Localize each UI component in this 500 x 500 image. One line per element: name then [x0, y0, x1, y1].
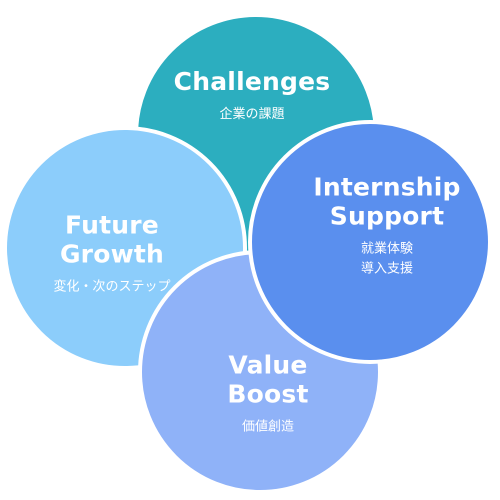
- internship-support-title: Internship Support: [313, 172, 461, 231]
- circle-internship: [248, 120, 492, 364]
- label-challenges: Challenges 企業の課題: [174, 67, 331, 125]
- label-value-boost: Value Boost 価値創造: [227, 351, 308, 438]
- value-boost-subtitle: 価値創造: [241, 419, 294, 435]
- future-growth-subtitle: 変化・次のステップ: [53, 279, 171, 295]
- label-future-growth: Future Growth 変化・次のステップ: [53, 211, 170, 298]
- challenges-title: Challenges: [173, 67, 331, 96]
- internship-support-subtitle: 就業体験 導入支援: [360, 241, 413, 277]
- value-boost-title: Value Boost: [227, 350, 309, 409]
- label-internship-support: Internship Support 就業体験 導入支援: [313, 173, 460, 280]
- challenges-subtitle: 企業の課題: [219, 107, 285, 122]
- future-growth-title: Future Growth: [59, 210, 165, 269]
